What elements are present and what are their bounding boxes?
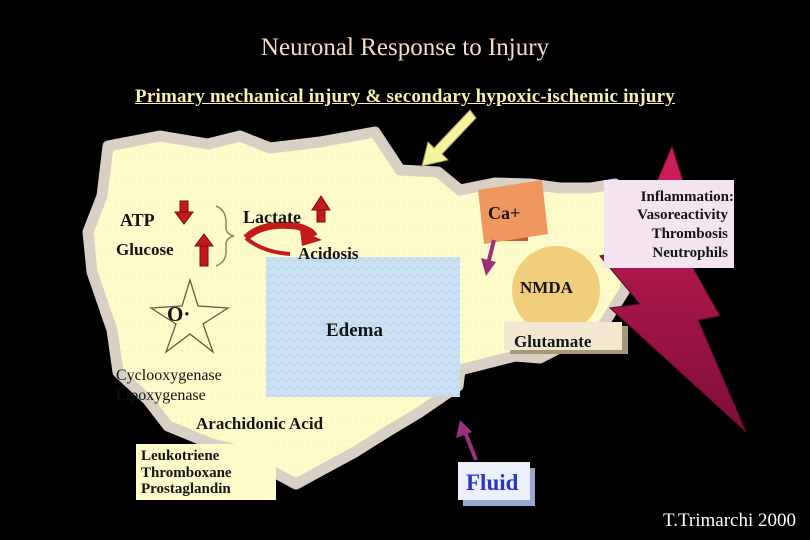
cyclooxygenase-label: Cyclooxygenase bbox=[116, 367, 222, 384]
inflammation-title: Inflammation: bbox=[640, 189, 734, 205]
brace bbox=[215, 205, 235, 267]
fluid-arrow bbox=[456, 420, 478, 461]
ca-box bbox=[478, 180, 548, 244]
ca-nmda-arrow bbox=[481, 239, 496, 276]
glutamate-box bbox=[504, 322, 628, 354]
nmda-circle bbox=[512, 246, 600, 334]
inflammation-box bbox=[604, 180, 734, 268]
prostaglandin-label: Prostaglandin bbox=[141, 481, 231, 497]
edema-label: Edema bbox=[326, 320, 383, 341]
fluid-box bbox=[458, 462, 535, 506]
fluid-label: Fluid bbox=[466, 470, 519, 495]
neutrophils-label: Neutrophils bbox=[652, 245, 728, 261]
nmda-label: NMDA bbox=[520, 278, 573, 297]
acidosis-label: Acidosis bbox=[298, 244, 359, 263]
atp-down-arrow bbox=[174, 200, 194, 225]
ca-label: Ca+ bbox=[488, 203, 521, 223]
atp-label: ATP bbox=[120, 210, 155, 230]
edema-region bbox=[266, 257, 460, 397]
lipoxygenase-label: Lipoxygenase bbox=[116, 387, 206, 404]
page-title: Neuronal Response to Injury bbox=[260, 34, 550, 61]
o-radical-label: O· bbox=[167, 302, 191, 326]
eicosanoid-box bbox=[136, 444, 276, 500]
injury-arrow bbox=[421, 109, 477, 167]
credit-text: T.Trimarchi 2000 bbox=[663, 510, 796, 531]
page-subtitle: Primary mechanical injury & secondary hy… bbox=[135, 86, 675, 107]
lactate-acidosis-arrow bbox=[243, 221, 318, 241]
lactate-up-arrow bbox=[311, 195, 331, 223]
thrombosis-label: Thrombosis bbox=[651, 226, 728, 242]
glucose-up-arrow bbox=[194, 233, 214, 267]
leukotriene-label: Leukotriene bbox=[141, 448, 220, 464]
glucose-label: Glucose bbox=[116, 240, 174, 259]
arachidonic-acid-label: Arachidonic Acid bbox=[196, 414, 324, 433]
lactate-label: Lactate bbox=[243, 207, 301, 227]
glutamate-label: Glutamate bbox=[514, 332, 592, 351]
vasoreactivity-label: Vasoreactivity bbox=[637, 207, 728, 223]
o-radical-star bbox=[148, 277, 231, 354]
thromboxane-label: Thromboxane bbox=[141, 465, 232, 481]
